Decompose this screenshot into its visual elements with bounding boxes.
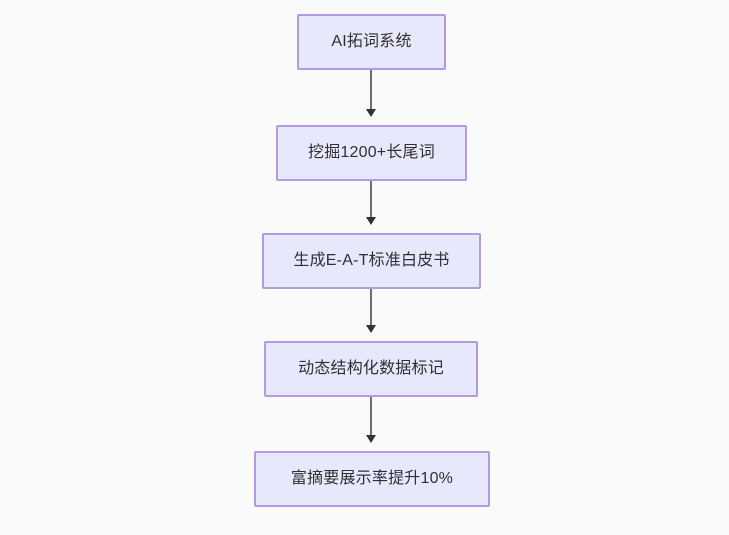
flow-node-label: 生成E-A-T标准白皮书 — [293, 252, 450, 270]
flow-node-generate-eat-whitepaper[interactable]: 生成E-A-T标准白皮书 — [262, 233, 481, 289]
edge-line — [370, 70, 372, 110]
flow-node-label: AI拓词系统 — [331, 33, 412, 51]
flow-node-label: 动态结构化数据标记 — [298, 360, 444, 378]
edge-line — [370, 181, 372, 218]
arrowhead-icon — [366, 325, 376, 333]
flow-node-label: 挖掘1200+长尾词 — [308, 144, 435, 162]
flow-node-mine-longtail-keywords[interactable]: 挖掘1200+长尾词 — [276, 125, 467, 181]
flow-node-label: 富摘要展示率提升10% — [290, 470, 454, 488]
flow-node-ai-keyword-system[interactable]: AI拓词系统 — [297, 14, 446, 70]
edge-line — [370, 289, 372, 326]
arrowhead-icon — [366, 435, 376, 443]
arrowhead-icon — [366, 217, 376, 225]
arrowhead-icon — [366, 109, 376, 117]
flow-node-rich-snippet-rate-increase[interactable]: 富摘要展示率提升10% — [254, 451, 490, 507]
flow-node-dynamic-structured-data-markup[interactable]: 动态结构化数据标记 — [264, 341, 478, 397]
edge-line — [370, 397, 372, 436]
